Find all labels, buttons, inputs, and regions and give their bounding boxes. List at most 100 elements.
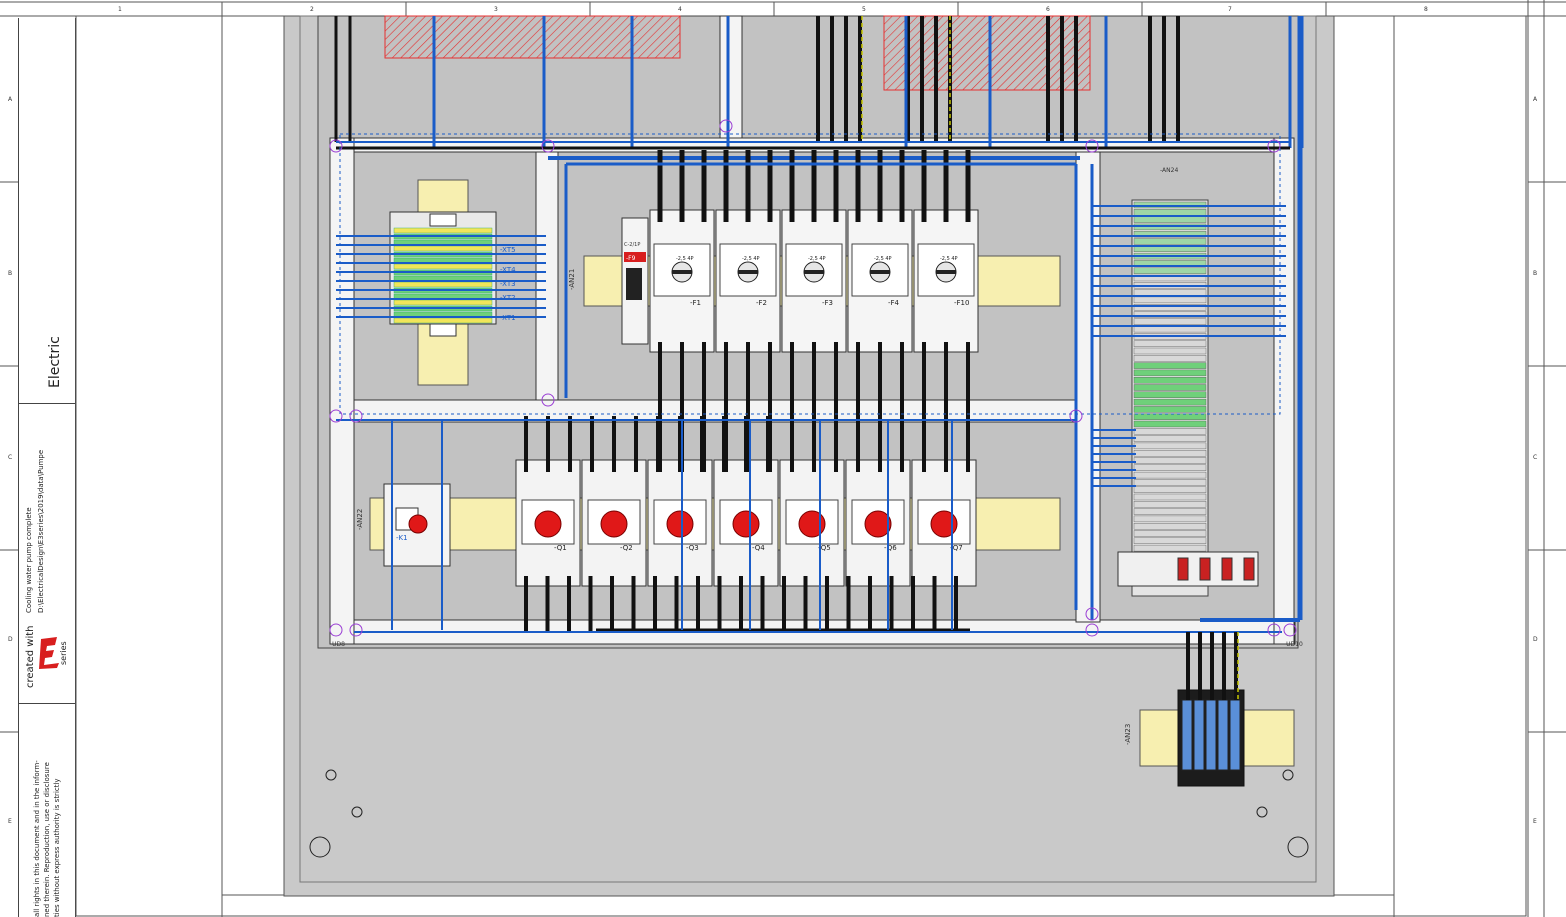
- terminal-cell: [1133, 530, 1207, 537]
- terminal-cell: [1133, 238, 1207, 245]
- power-terminal-cell: [1229, 699, 1241, 771]
- motor-breaker-rating: -2,5 4P: [940, 256, 958, 262]
- junction-markers: [329, 119, 1297, 637]
- fuse-cell: [1221, 557, 1233, 581]
- terminal-cell: [1133, 435, 1207, 442]
- row-label-e: E: [8, 818, 12, 825]
- breaker-f9-label: -F9: [626, 255, 636, 262]
- relay-k1: [383, 483, 451, 567]
- contactor-button: [600, 510, 628, 538]
- motor-breaker-label: -F4: [888, 299, 900, 307]
- motor-breaker-knob: [870, 270, 890, 274]
- row-label-d: D: [8, 636, 13, 643]
- terminal-cell: [1133, 289, 1207, 296]
- contactor-label: -Q1: [554, 544, 567, 552]
- contactor-label: -Q7: [950, 544, 963, 552]
- column-label-3: 3: [494, 6, 498, 13]
- terminal-cell: [1133, 296, 1207, 304]
- wiring: [334, 16, 1304, 700]
- motor-breaker-rating: -2,5 4P: [808, 256, 826, 262]
- terminal-cell: [1133, 515, 1207, 523]
- junction-marker: [541, 139, 555, 153]
- junction-marker: [329, 409, 343, 423]
- junction-marker: [349, 623, 363, 637]
- mounting-holes: [309, 769, 1309, 858]
- junction-marker: [1085, 623, 1099, 637]
- row-label-b: B: [8, 270, 13, 277]
- motor-breaker-knob: [672, 270, 692, 274]
- column-label-6: 6: [1046, 6, 1050, 13]
- row-label-e-right: E: [1533, 818, 1537, 825]
- row-label-d-right: D: [1533, 636, 1538, 643]
- motor-breaker-rating: -2,5 4P: [742, 256, 760, 262]
- terminal-cell: [1133, 464, 1207, 471]
- terminal-cell: [1133, 311, 1207, 318]
- contactor-button: [666, 510, 694, 538]
- terminal-cell: [1133, 209, 1207, 216]
- junction-marker: [719, 119, 733, 133]
- terminal-cell: [1133, 537, 1207, 544]
- terminal-cell: [1133, 362, 1207, 369]
- terminal-cell: [393, 227, 493, 234]
- junction-marker: [541, 393, 555, 407]
- junction-marker: [1267, 139, 1281, 153]
- motor-breaker-rating: -2,5 4P: [676, 256, 694, 262]
- rail-label-an23: -AN23: [1124, 724, 1132, 745]
- terminal-cell: [1133, 355, 1207, 362]
- contactor-button: [732, 510, 760, 538]
- motor-breaker-rating: -2,5 4P: [874, 256, 892, 262]
- column-label-5: 5: [862, 6, 866, 13]
- junction-marker: [329, 623, 343, 637]
- column-label-8: 8: [1424, 6, 1428, 13]
- breaker-f9: [621, 217, 649, 345]
- motor-breaker-knob: [804, 270, 824, 274]
- terminal-cell: [1133, 450, 1207, 457]
- junction-marker: [1283, 623, 1297, 637]
- contactor-button: [864, 510, 892, 538]
- terminal-cell: [1133, 523, 1207, 530]
- terminal-strip-xt4: -XT4: [500, 266, 516, 274]
- rail-label-an21: -AN21: [568, 269, 576, 290]
- power-terminal-cell: [1181, 699, 1193, 771]
- row-label-a-right: A: [1533, 96, 1538, 103]
- motor-breaker-label: -F10: [954, 299, 969, 307]
- terminal-cell: [1133, 377, 1207, 384]
- terminal-cell: [1133, 267, 1207, 274]
- contactor-label: -Q6: [884, 544, 897, 552]
- terminal-cell: [1133, 413, 1207, 420]
- terminal-cell: [393, 263, 493, 270]
- fuse-cell: [1243, 557, 1255, 581]
- column-label-1: 1: [118, 6, 122, 13]
- terminal-cell: [1133, 406, 1207, 413]
- contactor-label: -Q3: [686, 544, 699, 552]
- motor-breaker-knob: [738, 270, 758, 274]
- row-label-b-right: B: [1533, 270, 1538, 277]
- motor-breaker-label: -F3: [822, 299, 833, 307]
- motor-breaker-knob: [936, 270, 956, 274]
- terminal-cell: [1133, 479, 1207, 486]
- power-terminal-cell: [1193, 699, 1205, 771]
- junction-marker: [1267, 623, 1281, 637]
- fuse-cell: [1177, 557, 1189, 581]
- terminal-strip-xt3: -XT3: [500, 280, 516, 288]
- junction-marker: [329, 139, 343, 153]
- terminal-cell: [1133, 544, 1207, 552]
- title-cell-project: Cooling water pump complete D:\Electrica…: [19, 403, 75, 704]
- row-label-a: A: [8, 96, 13, 103]
- power-terminal-cell: [1205, 699, 1217, 771]
- contactor-button: [534, 510, 562, 538]
- terminal-cell: [1133, 384, 1207, 391]
- terminal-cell: [1133, 391, 1207, 398]
- terminal-cell: [1133, 428, 1207, 435]
- terminal-cell: [1133, 398, 1207, 406]
- terminal-cell: [1133, 304, 1207, 311]
- relay-k1-label: -K1: [396, 534, 408, 542]
- terminal-cell: [1133, 471, 1207, 479]
- terminal-cell: [1133, 340, 1207, 347]
- column-label-4: 4: [678, 6, 682, 13]
- terminal-cell: [1133, 216, 1207, 223]
- terminal-cell: [1133, 318, 1207, 325]
- duct-label-ud8: -UD8: [330, 641, 345, 648]
- terminal-cell: [1133, 420, 1207, 428]
